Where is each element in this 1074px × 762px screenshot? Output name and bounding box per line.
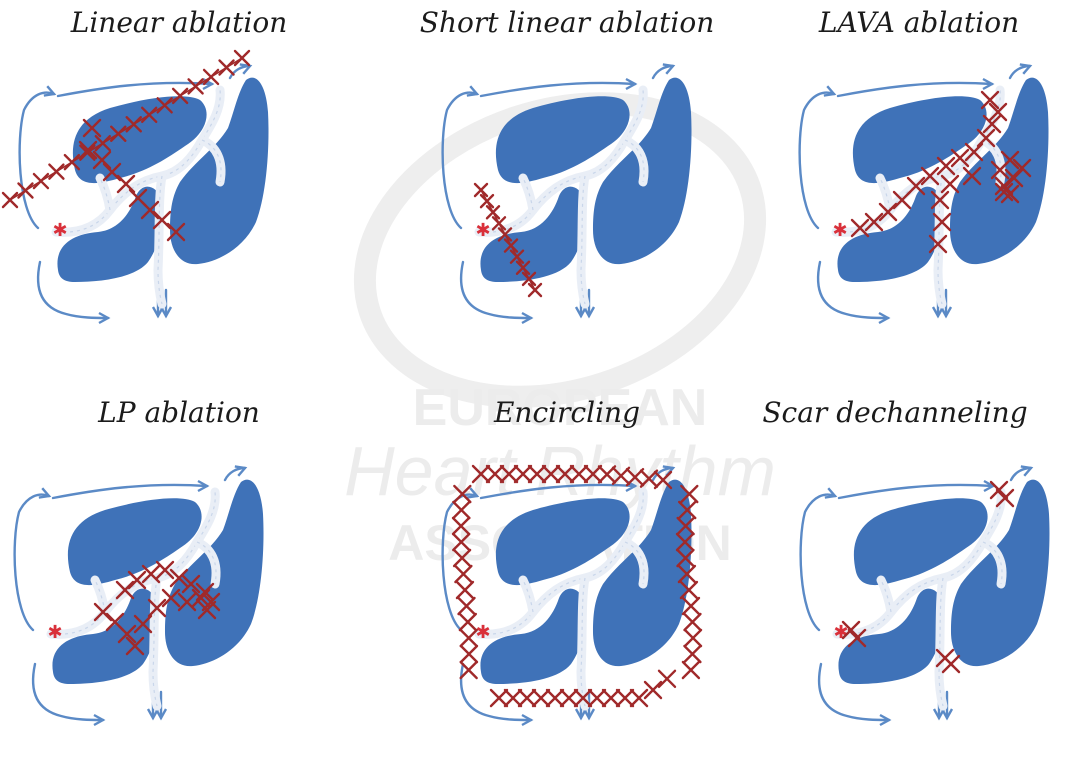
ablation-lesion — [683, 598, 699, 614]
ablation-lesion — [585, 466, 601, 482]
panel-encircling: Encircling ✱ — [388, 360, 746, 720]
ablation-lesion — [455, 566, 471, 582]
reentry-arrow — [481, 485, 635, 498]
ablation-lesion — [684, 646, 700, 662]
ablation-lesion — [603, 690, 619, 706]
reentry-arrow — [53, 485, 207, 498]
scar-diagram: ✱ — [0, 0, 338, 360]
ablation-lesion — [529, 466, 545, 482]
ablation-lesion — [519, 690, 535, 706]
ablation-lesion — [454, 550, 470, 566]
reentry-arrow — [838, 83, 992, 96]
ablation-lesion — [18, 184, 32, 198]
scar-diagram: ✱ — [760, 0, 1074, 360]
ablation-lesion — [460, 614, 476, 630]
ablation-lesion — [459, 598, 475, 614]
exit-site-star: ✱ — [52, 220, 67, 241]
ablation-lesion — [683, 662, 699, 678]
reentry-arrow — [15, 495, 49, 630]
ablation-lesion — [204, 70, 218, 84]
exit-site-star: ✱ — [475, 220, 490, 241]
ablation-lesion — [457, 582, 473, 598]
panel-short-linear-ablation: Short linear ablation ✱ — [388, 0, 746, 360]
ablation-lesion — [659, 671, 675, 687]
panel-lava-ablation: LAVA ablation ✱ — [740, 0, 1074, 360]
reentry-arrow — [20, 93, 54, 228]
ablation-lesion — [49, 165, 63, 179]
ablation-lesion — [515, 466, 531, 482]
reentry-arrow — [801, 495, 835, 630]
ablation-lesion — [685, 630, 701, 646]
ablation-lesion — [589, 690, 605, 706]
scar-lobe — [496, 96, 630, 183]
ablation-lesion — [655, 472, 671, 488]
ablation-lesion — [617, 690, 633, 706]
scar-base: ✱ — [15, 463, 264, 725]
ablation-lesion — [461, 630, 477, 646]
reentry-arrow — [800, 93, 834, 228]
ablation-lesion — [505, 690, 521, 706]
ablation-lesion — [453, 534, 469, 550]
panel-scar-dechanneling: Scar dechanneling ✱ — [716, 360, 1074, 720]
conducting-channel — [100, 178, 110, 210]
ablation-lesion — [557, 466, 573, 482]
ablation-lesion — [561, 690, 577, 706]
ablation-lesion — [189, 79, 203, 93]
scar-diagram: ✱ — [761, 402, 1074, 762]
ablation-lesion — [220, 60, 234, 74]
reentry-arrow — [839, 485, 993, 498]
scar-lobe — [854, 498, 988, 585]
conducting-channel — [881, 580, 891, 612]
panel-lp-ablation: LP ablation ✱ — [0, 360, 358, 720]
ablation-lesion — [533, 690, 549, 706]
ablation-lesion — [571, 466, 587, 482]
panel-linear-ablation: Linear ablation ✱ — [0, 0, 358, 360]
reentry-arrow — [443, 93, 477, 228]
scar-diagram: ✱ — [403, 402, 761, 762]
ablation-lesion — [943, 656, 959, 672]
scar-base: ✱ — [801, 463, 1050, 725]
ablation-lesion — [684, 614, 700, 630]
ablation-lesion — [34, 174, 48, 188]
ablation-lesion — [3, 193, 17, 207]
ablation-lesion — [453, 518, 469, 534]
ablation-lesion — [235, 51, 249, 65]
scar-diagram: ✱ — [0, 402, 333, 762]
exit-site-star: ✱ — [475, 622, 490, 643]
ablation-lesion — [543, 466, 559, 482]
exit-site-star: ✱ — [47, 622, 62, 643]
scar-base: ✱ — [443, 463, 692, 725]
conducting-channel — [523, 580, 533, 612]
scar-diagram: ✱ — [403, 0, 761, 360]
ablation-lesion — [461, 646, 477, 662]
ablation-lesion — [547, 690, 563, 706]
exit-site-star: ✱ — [832, 220, 847, 241]
ablation-lesion — [501, 466, 517, 482]
scar-lobe — [73, 96, 207, 183]
ablation-lesion — [453, 502, 469, 518]
ablation-lesion — [473, 466, 489, 482]
ablation-lesion — [491, 690, 507, 706]
scar-lobe — [496, 498, 630, 585]
scar-lobe — [68, 498, 202, 585]
figure: EUROPEAN Heart Rhythm ASSOCIATION Linear… — [0, 0, 1074, 720]
reentry-arrow — [481, 83, 635, 96]
ablation-lesion — [487, 466, 503, 482]
conducting-channel — [95, 580, 105, 612]
conducting-channel — [523, 178, 533, 210]
